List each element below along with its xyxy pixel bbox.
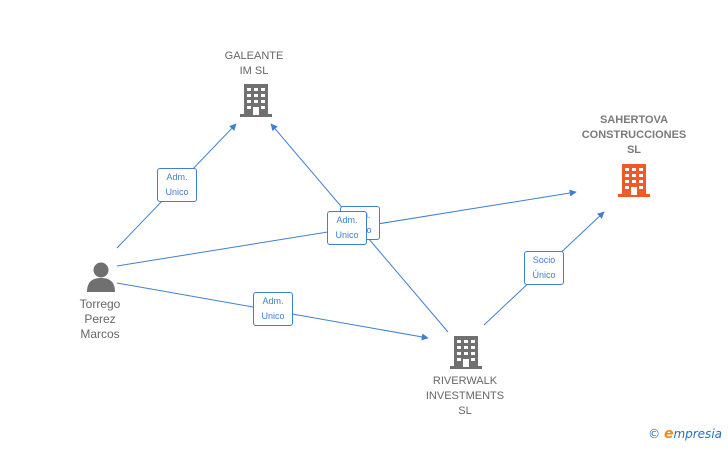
copyright-symbol: © bbox=[648, 427, 661, 441]
edge-label-riverwalk-sahertova: Socio Único bbox=[524, 251, 564, 285]
node-label-riverwalk: RIVERWALK INVESTMENTS SL bbox=[425, 375, 505, 417]
person-icon bbox=[87, 262, 115, 292]
edge-label-torrego-riverwalk: Adm. Unico bbox=[253, 292, 293, 326]
empresia-watermark: © empresia bbox=[648, 426, 722, 442]
node-label-galeante: GALEANTE IM SL bbox=[224, 50, 284, 77]
brand-e: e bbox=[663, 426, 674, 442]
node-label-torrego: Torrego Perez Marcos bbox=[79, 297, 121, 341]
building-icon bbox=[618, 164, 650, 197]
node-label-sahertova: SAHERTOVA CONSTRUCCIONES SL bbox=[581, 114, 687, 156]
building-icon bbox=[450, 336, 482, 369]
brand-name: mpresia bbox=[673, 427, 722, 441]
edge-label-torrego-sahertova: Adm. Unico bbox=[327, 211, 367, 245]
building-icon bbox=[240, 84, 272, 117]
edge-label-torrego-galeante: Adm. Unico bbox=[157, 168, 197, 202]
